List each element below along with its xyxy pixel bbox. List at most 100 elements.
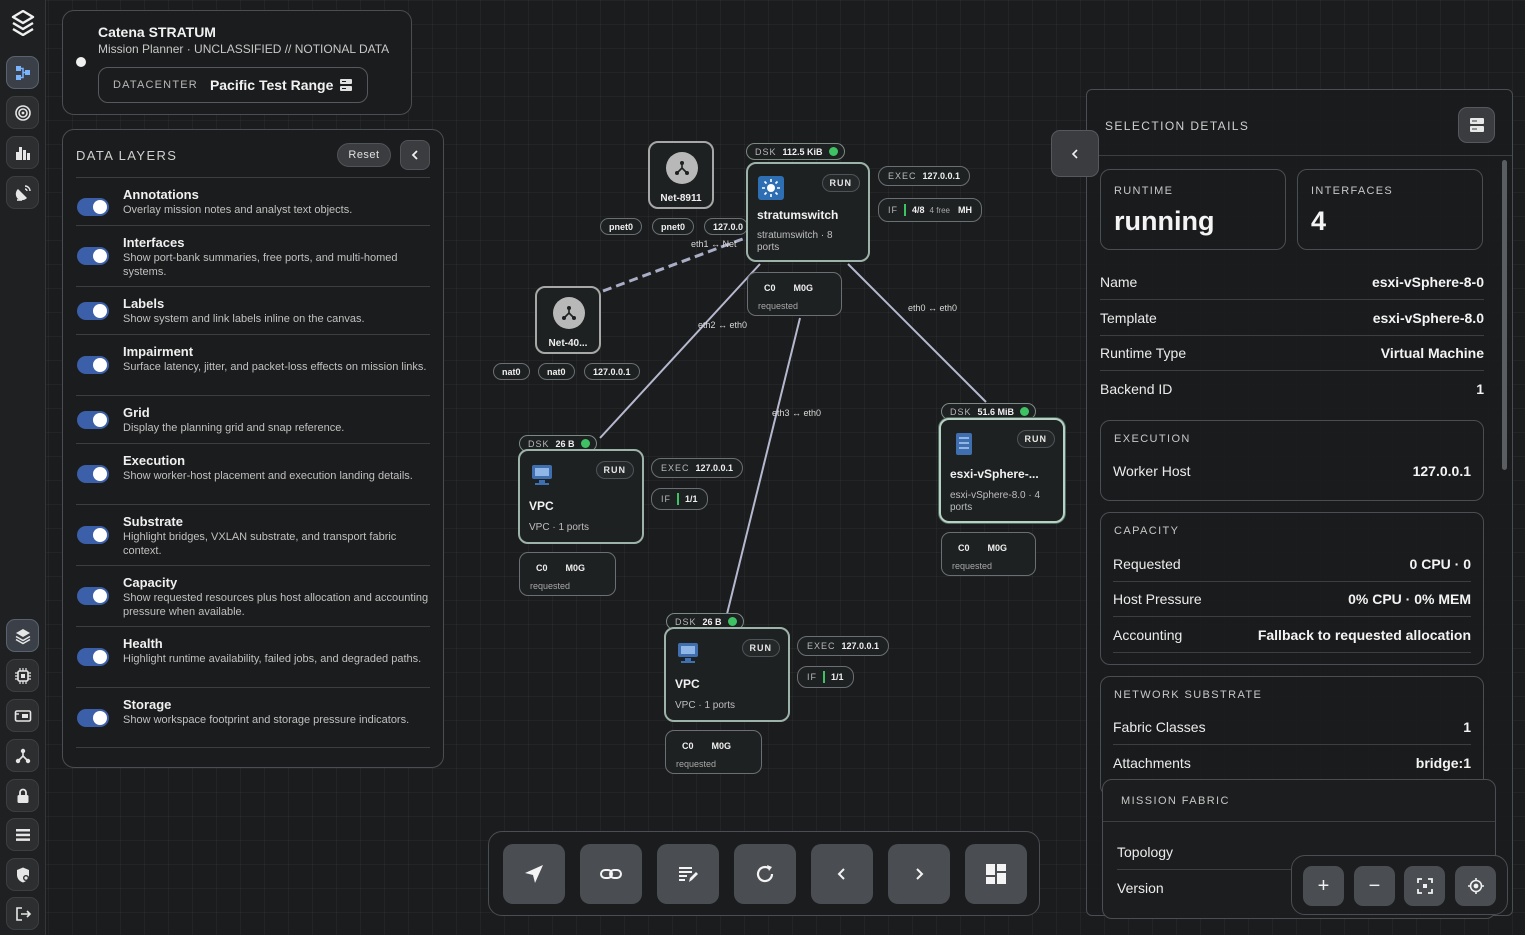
detail-row-accounting: Accounting Fallback to requested allocat…	[1113, 617, 1471, 653]
node-subtitle: VPC · 1 ports	[529, 522, 590, 533]
zoom-out-button[interactable]: −	[1354, 866, 1395, 906]
link-switch-vpc2	[726, 317, 801, 615]
locate-button[interactable]	[1455, 866, 1496, 906]
detail-row-version: Version	[1117, 870, 1485, 906]
fit-view-button[interactable]	[1404, 866, 1445, 906]
disk-value: 26 B	[555, 438, 575, 449]
requested-label: requested	[530, 581, 571, 591]
capacity-toggle[interactable]	[77, 587, 109, 605]
cpu-icon[interactable]	[6, 659, 39, 692]
interfaces-toggle[interactable]	[77, 247, 109, 265]
link-switch-vpc1	[599, 263, 761, 439]
requested-label: requested	[952, 561, 993, 571]
requested-label: requested	[676, 759, 717, 769]
detail-row-attachments: Attachments bridge:1	[1113, 745, 1471, 781]
labels-toggle[interactable]	[77, 302, 109, 320]
if-value: 4/8	[912, 205, 925, 215]
layer-name: Substrate	[123, 514, 183, 529]
detail-row-host-pressure: Host Pressure 0% CPU · 0% MEM	[1113, 581, 1471, 617]
vm-node-vpc-1[interactable]: RUN VPC VPC · 1 ports	[518, 449, 644, 544]
server-icon[interactable]	[6, 699, 39, 732]
details-collapse-button[interactable]	[1051, 130, 1099, 177]
detail-value: esxi-vSphere-8-0	[1371, 273, 1484, 290]
server-stack-icon	[1469, 118, 1484, 132]
logout-icon[interactable]	[6, 897, 39, 930]
runtime-label: RUNTIME	[1114, 185, 1174, 197]
detail-key: Version	[1117, 880, 1164, 896]
network-node-net-40[interactable]: Net-40...	[535, 286, 601, 354]
interface-chip: IF 1/1	[651, 488, 708, 510]
impairment-toggle[interactable]	[77, 356, 109, 374]
dashboard-button[interactable]	[965, 844, 1027, 904]
edit-notes-button[interactable]	[657, 844, 719, 904]
mission-fabric-title: MISSION FABRIC	[1121, 795, 1230, 807]
port-chip: nat0	[538, 363, 575, 380]
app-logo-icon[interactable]	[11, 9, 35, 37]
crosshair-icon	[1467, 878, 1484, 894]
network-icon[interactable]	[6, 739, 39, 772]
fabric-divider	[1103, 821, 1495, 822]
satellite-dish-icon[interactable]	[6, 176, 39, 209]
send-button[interactable]	[503, 844, 565, 904]
detail-value: 0 CPU · 0	[1409, 555, 1471, 572]
exec-label: EXEC	[661, 463, 690, 473]
annotations-toggle[interactable]	[77, 198, 109, 216]
collapse-panel-button[interactable]	[400, 140, 430, 170]
switch-node-stratumswitch[interactable]: RUN stratumswitch stratumswitch · 8 port…	[746, 162, 870, 262]
if-label: IF	[807, 672, 817, 682]
grid-toggle[interactable]	[77, 411, 109, 429]
substrate-toggle[interactable]	[77, 526, 109, 544]
shield-icon[interactable]	[6, 858, 39, 891]
layer-name: Impairment	[123, 344, 194, 359]
detail-key: Backend ID	[1100, 381, 1173, 397]
network-node-name: Net-8911	[660, 193, 702, 204]
disk-value: 51.6 MiB	[977, 406, 1015, 417]
substrate-title: NETWORK SUBSTRATE	[1114, 689, 1263, 701]
link-button[interactable]	[580, 844, 642, 904]
layer-name: Health	[123, 636, 163, 651]
layer-name: Capacity	[123, 575, 178, 590]
vm-node-esxi-vsphere[interactable]: RUN esxi-vSphere-... esxi-vSphere-8.0 · …	[939, 418, 1065, 523]
datacenter-selector[interactable]: DATACENTER Pacific Test Range	[98, 67, 368, 103]
detail-key: Worker Host	[1113, 463, 1191, 479]
lock-icon[interactable]	[6, 779, 39, 812]
layer-item-grid: Grid Display the planning grid and snap …	[76, 395, 430, 443]
execution-toggle[interactable]	[77, 465, 109, 483]
city-icon[interactable]	[6, 136, 39, 169]
refresh-button[interactable]	[734, 844, 796, 904]
details-scrollbar[interactable]	[1502, 160, 1507, 470]
target-icon[interactable]	[6, 96, 39, 129]
layers-icon[interactable]	[6, 619, 39, 652]
disk-label: DSK	[675, 616, 697, 627]
link-label-eth3: eth3 ↔ eth0	[772, 408, 822, 418]
layer-name: Grid	[123, 405, 150, 420]
zoom-controls: + −	[1291, 855, 1508, 915]
layer-item-health: Health Highlight runtime availability, f…	[76, 626, 430, 687]
port-chip: pnet0	[600, 218, 643, 235]
list-icon[interactable]	[6, 818, 39, 851]
run-status-badge: RUN	[741, 639, 780, 657]
network-node-net-8911[interactable]: Net-8911	[648, 141, 714, 209]
health-toggle[interactable]	[77, 648, 109, 666]
health-ok-dot	[580, 439, 590, 448]
chevron-left-icon	[1071, 148, 1078, 159]
detail-value: 1	[1463, 718, 1471, 735]
node-subtitle: esxi-vSphere-8.0 · 4 ports	[950, 490, 1041, 513]
zoom-in-button[interactable]: +	[1303, 866, 1344, 906]
datacenter-value: Pacific Test Range	[209, 77, 334, 93]
interface-chip: IF 4/8 4 free MH	[878, 198, 982, 222]
disk-label: DSK	[950, 406, 972, 417]
previous-button[interactable]	[811, 844, 873, 904]
interface-chip: IF 1/1	[797, 666, 854, 688]
fit-view-icon	[1416, 878, 1433, 894]
topology-icon[interactable]	[6, 56, 39, 89]
reset-layers-button[interactable]: Reset	[337, 143, 391, 167]
details-view-toggle[interactable]	[1458, 107, 1495, 143]
req-mem: M0G	[711, 741, 732, 751]
next-button[interactable]	[888, 844, 950, 904]
storage-toggle[interactable]	[77, 709, 109, 727]
if-usage-bar	[904, 204, 906, 216]
execution-title: EXECUTION	[1114, 433, 1191, 445]
vm-node-vpc-2[interactable]: RUN VPC VPC · 1 ports	[664, 627, 790, 722]
